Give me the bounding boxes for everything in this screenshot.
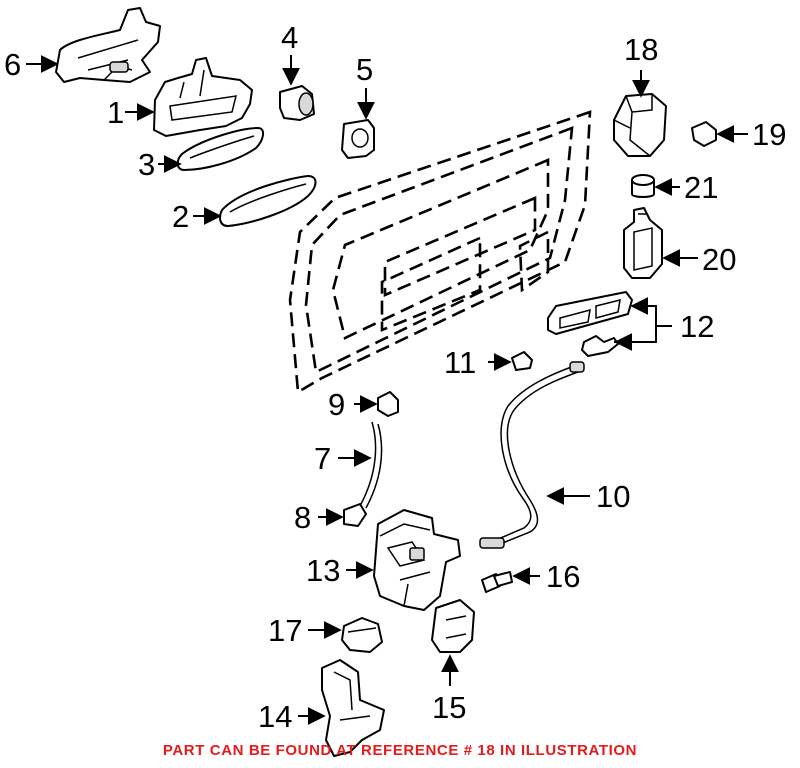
part-4-lock-cylinder [279,85,315,121]
reference-note: PART CAN BE FOUND AT REFERENCE # 18 IN I… [162,742,638,759]
callout-1: 1 [107,95,124,130]
part-6-outer-handle-bracket [55,7,161,83]
door-panel-outline [288,110,592,395]
callout-numbers: 6 1 3 2 4 5 18 19 21 20 12 11 9 7 8 10 1… [4,20,786,734]
callout-12: 12 [680,309,714,344]
callout-16: 16 [546,559,580,594]
callout-2: 2 [172,199,189,234]
callout-8: 8 [294,500,311,535]
callout-5: 5 [356,52,373,87]
callout-17: 17 [268,613,302,648]
part-16-bolt [481,571,513,593]
callout-18: 18 [624,32,658,67]
part-19-plug [691,121,717,147]
callout-10: 10 [596,479,630,514]
part-5-lock-plate [341,119,375,159]
leader-arrows [26,55,748,725]
part-10-cable [479,361,585,549]
part-15-striker [431,599,475,653]
callout-7: 7 [314,441,331,476]
callout-15: 15 [432,690,466,725]
part-17-bumper [341,617,383,653]
part-1-door-handle [153,57,253,137]
part-9-connector [377,391,399,417]
part-21-bushing [631,174,655,198]
callout-21: 21 [684,170,718,205]
part-18-bracket [613,93,667,157]
callout-19: 19 [752,117,786,152]
part-14-seal [321,659,385,757]
callout-11: 11 [444,345,476,380]
callout-4: 4 [281,20,298,55]
part-12-interior-handle [547,291,633,357]
part-11-clip [511,351,533,371]
part-20-latch-bracket [623,207,663,279]
part-13-door-latch [373,509,461,611]
part-2-handle-trim [219,175,317,227]
part-7-rod [359,421,383,509]
callout-3: 3 [138,147,155,182]
callout-14: 14 [258,699,292,734]
callout-9: 9 [328,387,345,422]
part-3-handle-cover [176,127,264,171]
callout-13: 13 [306,553,340,588]
callout-6: 6 [4,47,21,82]
callout-20: 20 [702,242,736,277]
part-8-rod-clip [343,503,367,527]
